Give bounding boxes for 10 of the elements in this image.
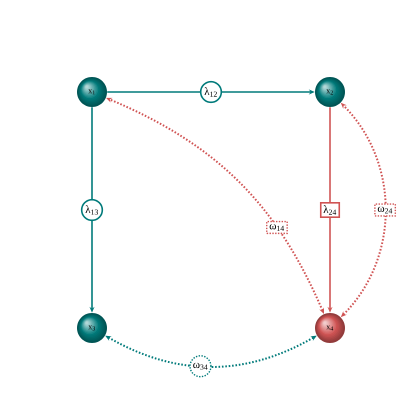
sphere-node: x$_{4}$: [315, 313, 345, 343]
edge-label: ω$_{24}$: [374, 203, 396, 217]
edge-label: λ$_{24}$: [320, 202, 340, 218]
sphere-node: x$_{2}$: [315, 77, 345, 107]
edge-label: λ$_{12}$: [200, 80, 222, 104]
sphere-node: x$_{3}$: [77, 313, 107, 343]
edge-label: ω$_{14}$: [266, 220, 288, 234]
edge-label: ω$_{34}$: [189, 355, 212, 378]
sphere-node: x$_{1}$: [77, 77, 107, 107]
edge-label: λ$_{13}$: [80, 198, 104, 222]
